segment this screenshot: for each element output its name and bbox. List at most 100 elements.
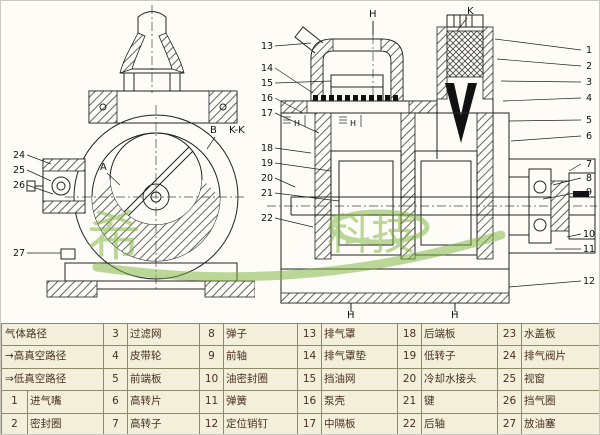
part-number: 25 [497,367,522,392]
part-name: 排气阀片 [521,345,599,369]
part-number: 27 [497,412,522,434]
part-name: 水盖板 [521,322,599,347]
part-number: 15 [297,367,322,392]
part-number: 12 [199,412,224,434]
legend-row-2: →高真空路径 4 皮带轮 9 前轴 14 排气罩垫 19 低转子 24 排气阀片 [1,345,599,369]
callout-12: 12 [583,276,595,287]
parts-legend-table: 气体路径 3 过滤网 8 弹子 13 排气罩 18 后端板 23 水盖板 →高真… [1,322,599,434]
part-name: 泵壳 [321,390,398,414]
flow-arrow [445,83,477,143]
pump-longitudinal-section-view: H K [261,6,597,319]
part-number: 3 [103,322,128,347]
part-name: 弹簧 [223,390,298,414]
part-number: 18 [397,322,422,347]
callout-14: 14 [261,63,273,74]
part-name: 低转子 [421,345,498,369]
legend-row-3: ⇒低真空路径 5 前端板 10 油密封圈 15 挡油网 20 冷却水接头 25 … [1,367,599,392]
callout-1: 1 [586,45,592,56]
legend-path-label: 气体路径 [1,322,104,347]
callout-18: 18 [261,143,273,154]
section-label-b: B [210,125,217,136]
callout-19: 19 [261,158,273,169]
legend-row-5: 2 密封圈 7 高转子 12 定位销钉 17 中隔板 22 后轴 27 放油塞 [1,412,599,434]
part-name: 前端板 [127,367,200,392]
part-number: 14 [297,345,322,369]
part-name: 高转片 [127,390,200,414]
callout-20: 20 [261,173,273,184]
right-view-callouts-left: 13 14 15 16 17 18 19 20 21 22 [261,41,340,228]
section-label-h-bottom-2: H [451,310,459,319]
callout-11: 11 [583,244,595,255]
part-number: 9 [199,345,224,369]
part-name: 过滤网 [127,322,200,347]
callout-21: 21 [261,188,273,199]
pump-body-section [267,112,597,304]
rotor-and-vane [65,105,247,289]
part-number: 26 [497,390,522,414]
part-number: 20 [397,367,422,392]
part-number: 22 [397,412,422,434]
callout-13: 13 [261,41,273,52]
section-label-h-bottom-1: H [347,310,355,319]
part-number: 6 [103,390,128,414]
callout-4: 4 [586,93,592,104]
part-name: 进气嘴 [27,390,104,414]
shaft-seal-assembly [26,158,86,214]
section-label-kk: K-K [229,125,245,136]
part-name: 后端板 [421,322,498,347]
part-number: 17 [297,412,322,434]
callout-8: 8 [586,173,592,184]
legend-path-label: ⇒低真空路径 [1,367,104,392]
part-name: 皮带轮 [127,345,200,369]
section-label-h-top: H [369,9,377,20]
part-number: 10 [199,367,224,392]
legend-row-4: 1 进气嘴 6 高转片 11 弹簧 16 泵壳 21 键 26 挡气圈 [1,390,599,414]
part-name: 油密封圈 [223,367,298,392]
legend-row-1: 气体路径 3 过滤网 8 弹子 13 排气罩 18 后端板 23 水盖板 [1,322,599,347]
section-letter-labels: A B K-K [100,125,245,186]
exhaust-gasket-dots [313,95,398,101]
part-name: 密封圈 [27,412,104,434]
left-view-callouts: 24 25 26 27 [13,150,61,259]
rear-bearing-assembly [508,168,596,244]
part-number: 1 [1,390,28,414]
pump-transverse-section-view: A B K-K 24 25 26 27 [13,5,255,298]
callout-5: 5 [586,115,592,126]
part-name: 视窗 [521,367,599,392]
part-number: 4 [103,345,128,369]
part-name: 冷却水接头 [421,367,498,392]
part-number: 21 [397,390,422,414]
part-name: 中隔板 [321,412,398,434]
callout-9: 9 [586,187,592,198]
part-number: 24 [497,345,522,369]
part-name: 排气罩垫 [321,345,398,369]
section-label-h-mid-2: H [350,119,356,128]
callout-7: 7 [586,159,592,170]
callout-22: 22 [261,213,273,224]
section-label-h-mid-1: H [294,119,300,128]
part-number: 8 [199,322,224,347]
right-view-callouts-right: 1 2 3 4 5 6 7 8 9 10 11 12 [494,38,595,288]
top-deck [280,100,438,114]
drawings-area: A B K-K 24 25 26 27 [1,1,599,323]
part-number: 2 [1,412,28,434]
callout-15: 15 [261,78,273,89]
part-name: 弹子 [223,322,298,347]
section-label-a: A [100,162,107,173]
part-name: 排气罩 [321,322,398,347]
part-name: 挡油网 [321,367,398,392]
part-number: 5 [103,367,128,392]
section-top-labels: H K [369,6,474,99]
callout-16: 16 [261,93,273,104]
intake-assembly [119,5,185,93]
oil-reservoir [280,268,510,304]
section-bottom-marks: H H [347,303,459,319]
part-name: 放油塞 [521,412,599,434]
part-number: 16 [297,390,322,414]
part-number: 23 [497,322,522,347]
part-name: 键 [421,390,498,414]
legend-path-label: →高真空路径 [1,345,104,369]
part-name: 前轴 [223,345,298,369]
callout-3: 3 [586,77,592,88]
